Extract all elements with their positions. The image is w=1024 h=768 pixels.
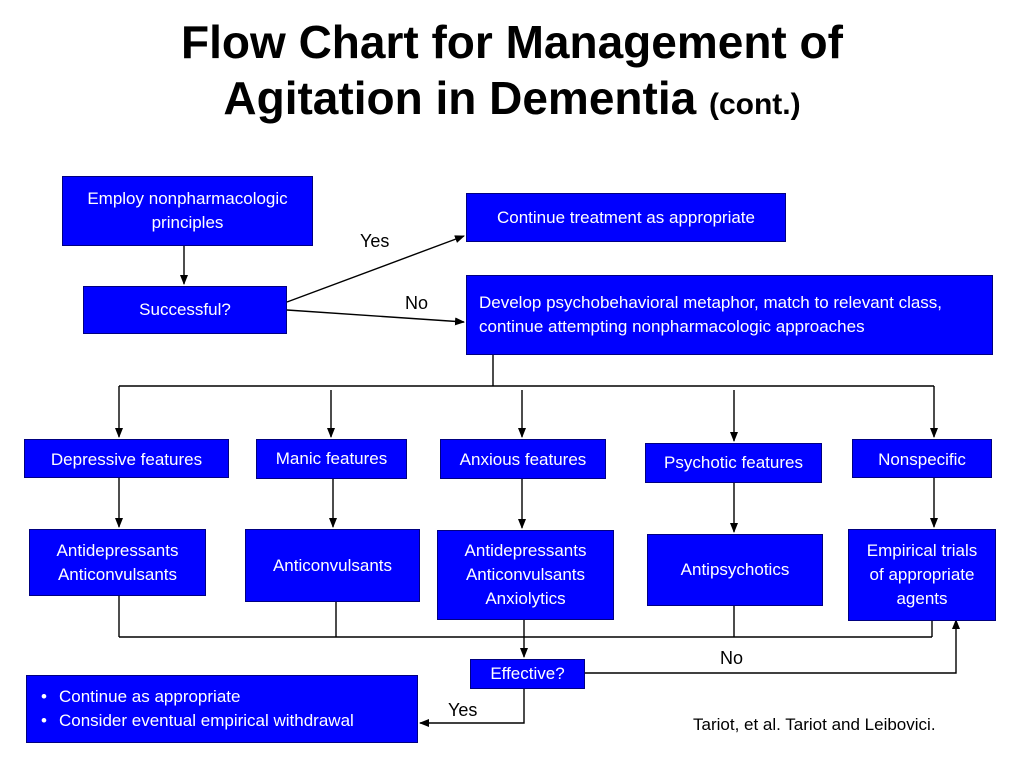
title-cont: (cont.) xyxy=(708,88,801,121)
box-successful: Successful? xyxy=(83,286,287,334)
treatment-anxious-1: Antidepressants xyxy=(464,541,587,560)
treatment-nonspecific-3: agents xyxy=(896,589,948,608)
manic-features-text: Manic features xyxy=(275,449,388,468)
box-treatment-nonspecific: Empirical trials of appropriate agents xyxy=(848,529,996,621)
arrow-yes-final xyxy=(419,689,525,727)
box-continue-text: Continue treatment as appropriate xyxy=(497,207,755,227)
treatment-depressive-1: Antidepressants xyxy=(56,540,179,560)
box-nonspecific: Nonspecific xyxy=(852,439,992,478)
box-depressive-features: Depressive features xyxy=(24,439,229,478)
box-treatment-manic: Anticonvulsants xyxy=(245,529,420,602)
psychotic-features-text: Psychotic features xyxy=(664,453,803,472)
treatment-manic-1: Anticonvulsants xyxy=(272,555,393,575)
box-psychotic-features: Psychotic features xyxy=(645,443,822,483)
depressive-features-text: Depressive features xyxy=(50,450,203,469)
box-continue-treatment: Continue treatment as appropriate xyxy=(466,193,786,242)
arrow-no-loop xyxy=(585,619,960,674)
treatment-anxious-2: Anticonvulsants xyxy=(465,565,586,584)
box-treatment-psychotic: Antipsychotics xyxy=(647,534,823,606)
box-anxious-features: Anxious features xyxy=(440,439,606,479)
box-develop-metaphor: Develop psychobehavioral metaphor, match… xyxy=(466,275,993,355)
label-yes-top: Yes xyxy=(360,231,390,251)
title-line-1: Flow Chart for Management of xyxy=(181,16,843,68)
final-outcome-item: Continue as appropriate xyxy=(41,685,354,709)
box-final-outcome: Continue as appropriate Consider eventua… xyxy=(26,675,418,743)
box-develop-text: Develop psychobehavioral metaphor, match… xyxy=(479,293,943,336)
final-outcome-item: Consider eventual empirical withdrawal xyxy=(41,709,354,733)
treatment-psychotic-1: Antipsychotics xyxy=(680,560,790,579)
label-no-bottom: No xyxy=(720,648,744,668)
arrow-yes-continue xyxy=(286,235,465,303)
page-title: Flow Chart for Management of Agitation i… xyxy=(0,14,1024,133)
box-manic-features: Manic features xyxy=(256,439,407,479)
citation: Tariot, et al. Tariot and Leibovici. xyxy=(693,715,936,734)
box-successful-text: Successful? xyxy=(139,300,231,319)
title-line-2-main: Agitation in Dementia xyxy=(223,72,697,124)
label-no-top: No xyxy=(405,293,429,313)
box-employ-text: Employ nonpharmacologic principles xyxy=(87,189,288,232)
nonspecific-text: Nonspecific xyxy=(878,450,966,469)
box-treatment-depressive: Antidepressants Anticonvulsants xyxy=(29,529,206,596)
treatment-depressive-2: Anticonvulsants xyxy=(57,564,178,584)
arrow-no-develop xyxy=(286,309,465,326)
treatment-anxious-3: Anxiolytics xyxy=(485,589,566,608)
treatment-nonspecific-1: Empirical trials xyxy=(866,541,978,560)
treatment-nonspecific-2: of appropriate xyxy=(869,565,975,584)
final-outcome-list: Continue as appropriate Consider eventua… xyxy=(31,685,354,733)
box-effective: Effective? xyxy=(470,659,585,689)
effective-text: Effective? xyxy=(490,664,565,683)
title-line-2: Agitation in Dementia (cont.) xyxy=(0,70,1024,133)
anxious-features-text: Anxious features xyxy=(459,450,587,469)
box-treatment-anxious: Antidepressants Anticonvulsants Anxiolyt… xyxy=(437,530,614,620)
label-yes-bottom: Yes xyxy=(448,700,478,720)
box-employ-nonpharmacologic: Employ nonpharmacologic principles xyxy=(62,176,313,246)
